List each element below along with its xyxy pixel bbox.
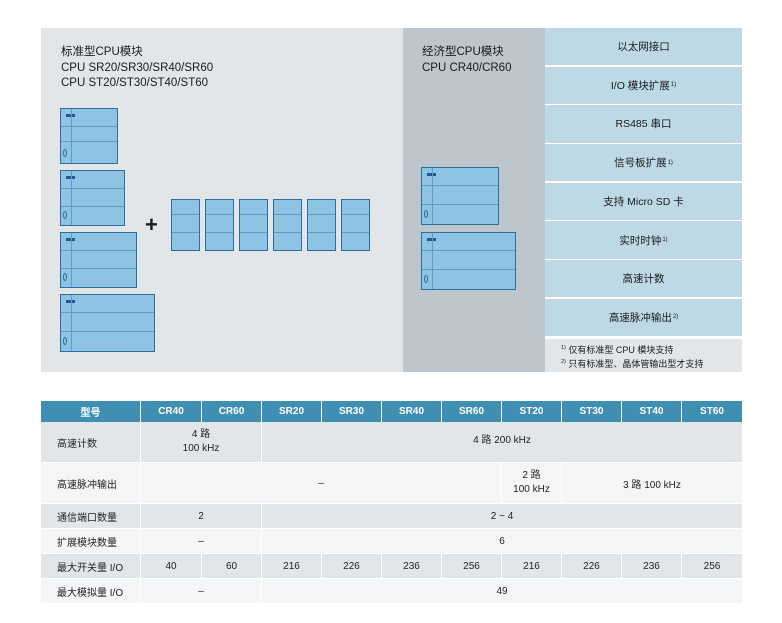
economic-title-line-2: CPU CR40/CR60 [422,61,512,74]
expansion-module-3-illustration [239,199,268,251]
pulse-st20-value: 2 路 100 kHz [502,463,562,504]
expansion-module-5-illustration [307,199,336,251]
standard-cpu-section: 标准型CPU模块 CPU SR20/SR30/SR40/SR60 CPU ST2… [41,28,403,372]
standard-title-line-3: CPU ST20/ST30/ST40/ST60 [61,77,209,89]
footnote-1: 1) 仅有标准型 CPU 模块支持 [561,345,674,355]
cpu-module-sr40-illustration [60,232,137,288]
dio-sr60: 256 [442,554,502,579]
pulse-cr-sr-value: – [141,463,502,504]
row-label-pulse: 高速脉冲输出 [41,463,141,504]
hsc-cr-value: 4 路 100 kHz [141,422,262,463]
feature-high-speed-counter: 高速计数 [545,260,742,298]
economic-cpu-section: 经济型CPU模块 CPU CR40/CR60 [403,28,545,372]
comm-cr-value: 2 [141,504,262,529]
header-sr60: SR60 [442,401,502,422]
header-st60: ST60 [682,401,742,422]
dio-st60: 256 [682,554,742,579]
cpu-overview-panel: 标准型CPU模块 CPU SR20/SR30/SR40/SR60 CPU ST2… [41,28,742,372]
header-sr30: SR30 [322,401,382,422]
dio-cr60: 60 [202,554,262,579]
row-label-aio: 最大模拟量 I/O [41,579,141,604]
row-label-comm: 通信端口数量 [41,504,141,529]
feature-rs485: RS485 串口 [545,105,742,143]
expansion-module-1-illustration [171,199,200,251]
dio-st40: 236 [622,554,682,579]
expansion-std-value: 6 [262,529,742,554]
dio-sr30: 226 [322,554,382,579]
expansion-module-6-illustration [341,199,370,251]
dio-st20: 216 [502,554,562,579]
expansion-module-4-illustration [273,199,302,251]
cpu-module-sr20-illustration [60,108,118,164]
table-row-pulse: 高速脉冲输出 – 2 路 100 kHz 3 路 100 kHz [41,463,742,504]
dio-st30: 226 [562,554,622,579]
economic-cpu-title: 经济型CPU模块 CPU CR40/CR60 [422,45,511,76]
cpu-module-cr60-illustration [421,232,516,290]
row-label-expansion: 扩展模块数量 [41,529,141,554]
aio-cr-value: – [141,579,262,604]
table-row-expansion: 扩展模块数量 – 6 [41,529,742,554]
cpu-spec-table: 型号 CR40 CR60 SR20 SR30 SR40 SR60 ST20 ST… [41,401,742,604]
header-sr20: SR20 [262,401,322,422]
standard-title-line-1: 标准型CPU模块 [61,46,143,58]
row-label-dio: 最大开关量 I/O [41,554,141,579]
cpu-module-sr60-illustration [60,294,155,352]
table-row-hsc: 高速计数 4 路 100 kHz 4 路 200 kHz [41,422,742,463]
table-header-row: 型号 CR40 CR60 SR20 SR30 SR40 SR60 ST20 ST… [41,401,742,422]
table-row-aio: 最大模拟量 I/O – 49 [41,579,742,604]
row-label-hsc: 高速计数 [41,422,141,463]
header-sr40: SR40 [382,401,442,422]
expansion-cr-value: – [141,529,262,554]
pulse-st-rest-value: 3 路 100 kHz [562,463,742,504]
header-model: 型号 [41,401,141,422]
standard-title-line-2: CPU SR20/SR30/SR40/SR60 [61,61,214,74]
economic-title-line-1: 经济型CPU模块 [422,46,504,58]
footnote-2: 2) 只有标准型、晶体管输出型才支持 [561,359,704,369]
header-st20: ST20 [502,401,562,422]
header-cr60: CR60 [202,401,262,422]
header-cr40: CR40 [141,401,202,422]
cpu-module-cr40-illustration [421,167,499,225]
standard-cpu-title: 标准型CPU模块 CPU SR20/SR30/SR40/SR60 CPU ST2… [61,45,213,92]
comm-std-value: 2 ~ 4 [262,504,742,529]
dio-sr20: 216 [262,554,322,579]
feature-ethernet: 以太网接口 [545,28,742,66]
hsc-std-value: 4 路 200 kHz [262,422,742,463]
footnotes: 1) 仅有标准型 CPU 模块支持 2) 只有标准型、晶体管输出型才支持 [545,339,742,372]
aio-std-value: 49 [262,579,742,604]
dio-cr40: 40 [141,554,202,579]
expansion-module-2-illustration [205,199,234,251]
plus-sign: + [145,212,158,237]
header-st30: ST30 [562,401,622,422]
feature-micro-sd: 支持 Micro SD 卡 [545,182,742,220]
table-row-comm: 通信端口数量 2 2 ~ 4 [41,504,742,529]
header-st40: ST40 [622,401,682,422]
table-row-dio: 最大开关量 I/O 40 60 216 226 236 256 216 226 … [41,554,742,579]
cpu-module-sr30-illustration [60,170,125,226]
dio-sr40: 236 [382,554,442,579]
